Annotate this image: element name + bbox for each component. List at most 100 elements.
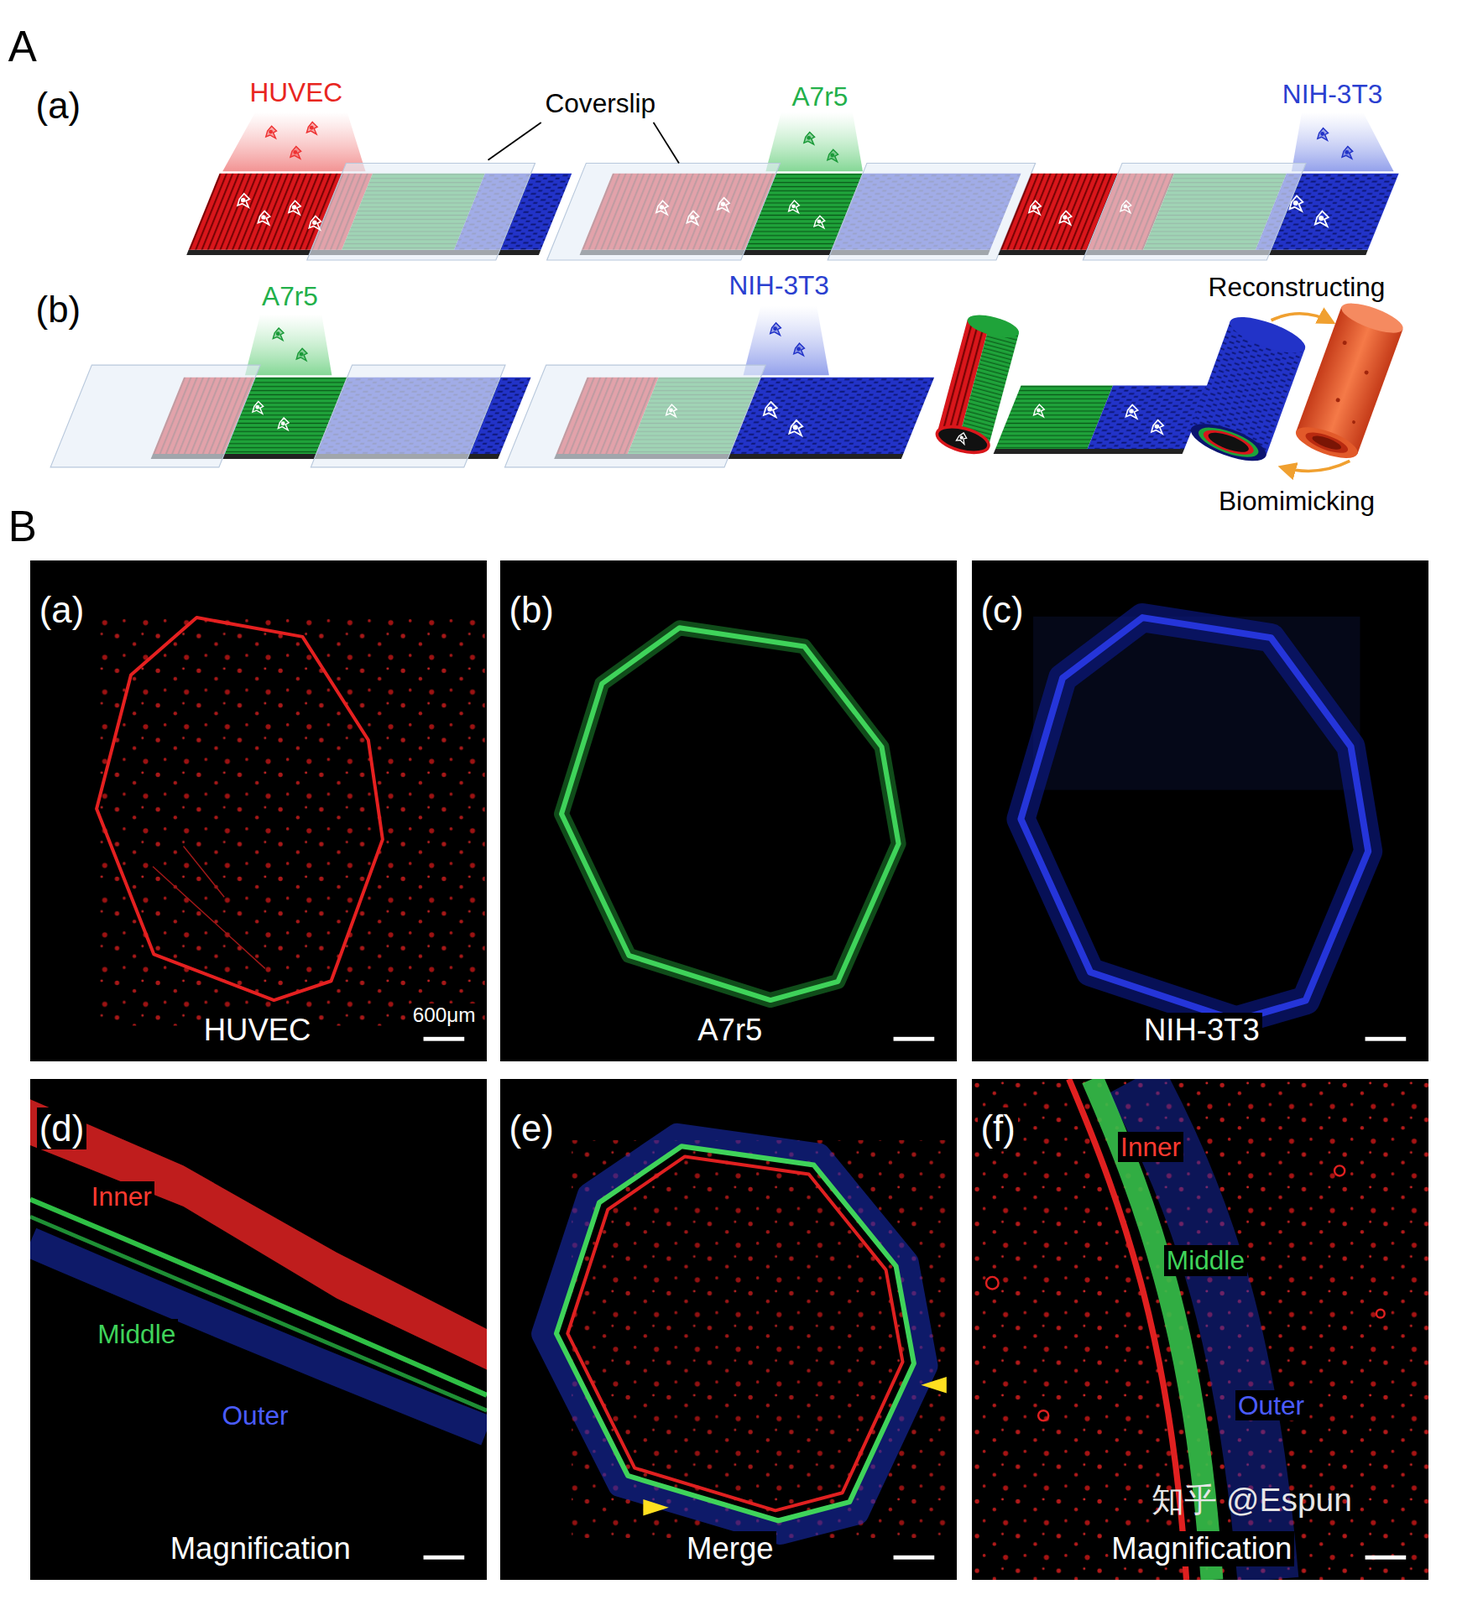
scaffold-schematic [0, 0, 1457, 521]
panel-text: Outer [219, 1400, 292, 1431]
svg-rect [1082, 163, 1306, 261]
svg-path [1281, 460, 1351, 471]
svg-line [488, 122, 542, 161]
process-label: Biomimicking [1218, 485, 1375, 517]
svg-circle [1335, 397, 1341, 403]
svg-rect [993, 449, 1186, 455]
svg-circle [986, 1277, 999, 1290]
panel-letter: B [8, 502, 37, 553]
svg-use [770, 323, 782, 336]
svg-rect [971, 1079, 1429, 1581]
panel-label: (e) [506, 1107, 557, 1150]
svg-use [290, 146, 302, 160]
panel-text: 600μm [410, 1003, 479, 1028]
svg-circle [1376, 1310, 1385, 1319]
svg-circle [1352, 420, 1357, 425]
svg-path [153, 846, 267, 969]
svg-use [955, 431, 968, 444]
panel-label: (a) [36, 589, 88, 632]
svg-ellipse [1303, 428, 1351, 457]
svg-use [827, 149, 839, 162]
svg-ellipse [1200, 425, 1257, 460]
panel-text: Inner [88, 1181, 155, 1212]
svg-rect [97, 617, 486, 1026]
panel-label: (d) [36, 1107, 88, 1150]
svg-use [1289, 195, 1303, 211]
cell-label: NIH-3T3 [728, 270, 829, 301]
svg-use [272, 328, 284, 341]
svg-use [666, 404, 678, 418]
svg-use [686, 210, 699, 225]
svg-path [1021, 617, 1369, 1021]
svg-use [237, 193, 250, 208]
svg-use [306, 121, 318, 135]
svg-use [1317, 128, 1329, 141]
row-label: (a) [36, 84, 82, 127]
panel-label: (b) [506, 589, 557, 632]
panel-text: Inner [1117, 1132, 1184, 1163]
panel-text: Middle [1164, 1245, 1248, 1276]
svg-rect [310, 365, 506, 468]
cell-label: A7r5 [261, 281, 319, 312]
svg-path [1271, 313, 1333, 323]
svg-rect [505, 365, 767, 468]
svg-use [804, 132, 815, 146]
svg-polygon [920, 1377, 946, 1394]
svg-use [814, 215, 826, 229]
panel-label: (f) [977, 1107, 1018, 1150]
svg-ellipse [1195, 421, 1263, 464]
svg-g [1186, 309, 1310, 469]
svg-use [266, 125, 277, 139]
svg-path [561, 627, 899, 1001]
panel-text: Merge [684, 1531, 776, 1567]
svg-rect [971, 1079, 1429, 1581]
panel-letter: A [8, 22, 37, 73]
svg-ellipse [1337, 297, 1406, 339]
panel-text: Middle [94, 1319, 178, 1350]
svg-g [184, 163, 576, 261]
svg-use [788, 200, 800, 214]
svg-rect [30, 1079, 487, 1581]
panel-label: (c) [977, 589, 1026, 632]
svg-path [543, 1135, 926, 1534]
svg-rect [729, 377, 935, 455]
svg-g [547, 163, 1036, 261]
svg-ellipse [1206, 428, 1251, 456]
svg-g [934, 310, 1022, 458]
svg-use [793, 343, 805, 356]
svg-use [252, 401, 264, 414]
image-panel: (e) Merge [500, 1079, 957, 1581]
svg-path [561, 627, 899, 1001]
row-label: (b) [36, 288, 82, 331]
cell-label: HUVEC [249, 77, 343, 108]
svg-path [97, 617, 384, 1001]
a7r5-ring-image [500, 560, 957, 1062]
svg-rect [423, 1556, 465, 1561]
svg-use [1342, 146, 1353, 160]
panel-text: Outer [1235, 1390, 1307, 1421]
svg-polygon [765, 112, 863, 173]
svg-rect [1365, 1556, 1407, 1561]
svg-use [308, 215, 321, 230]
image-panel: (a)HUVEC600μm [30, 560, 487, 1062]
svg-use [788, 420, 803, 436]
svg-use [296, 348, 308, 361]
svg-path [567, 1156, 903, 1511]
svg-use [763, 402, 778, 418]
merged-ring-image [500, 1079, 957, 1581]
nih3t3-ring-image [971, 560, 1429, 1062]
coverslip-label: Coverslip [544, 88, 656, 119]
svg-circle [1334, 1165, 1345, 1176]
svg-ellipse [965, 310, 1022, 342]
panel-text: Magnification [1108, 1531, 1295, 1567]
svg-rect [1365, 1037, 1407, 1042]
svg-polygon [642, 1499, 669, 1516]
svg-polygon [1291, 112, 1395, 173]
svg-rect [30, 560, 487, 1062]
svg-use [257, 210, 270, 225]
svg-g [996, 163, 1404, 261]
svg-g [1292, 297, 1407, 465]
svg-rect [50, 365, 261, 468]
svg-g [505, 365, 940, 468]
